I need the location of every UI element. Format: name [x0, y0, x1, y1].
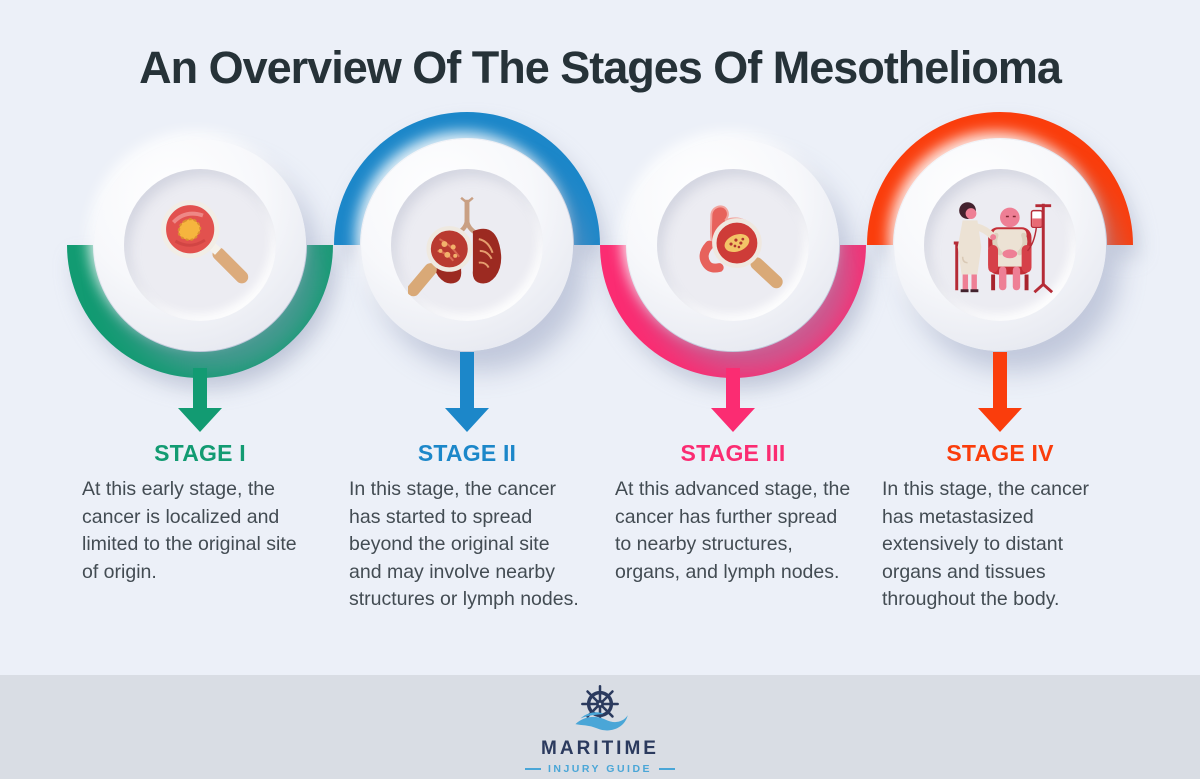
stage-label: STAGE III [680, 440, 786, 466]
stage-column: STAGE III At this advanced stage, the ca… [600, 112, 866, 586]
disc-plate [124, 169, 276, 321]
stage-column: STAGE II In this stage, the cancer has s… [334, 112, 600, 614]
wheel-ring [586, 690, 614, 718]
stage-diagram [600, 112, 866, 432]
stage-diagram [67, 112, 333, 432]
disc-plate [924, 169, 1076, 321]
ship-wheel-icon [575, 685, 628, 731]
tagline-dash-right [659, 768, 676, 770]
disc-plate [391, 169, 543, 321]
page-title: An Overview Of The Stages Of Mesotheliom… [139, 42, 1062, 93]
stage-column: STAGE I At this early stage, the cancer … [67, 112, 333, 586]
stage-label: STAGE I [154, 440, 246, 466]
stage-label: STAGE IV [946, 440, 1054, 466]
tagline-dash-left [524, 768, 541, 770]
stage-description: At this advanced stage, the cancer has f… [615, 478, 851, 583]
stage-disc [627, 139, 839, 351]
stage-disc [94, 139, 306, 351]
stage-disc [894, 139, 1106, 351]
stage-disc [361, 139, 573, 351]
wave-icon [575, 715, 628, 731]
disc-plate [657, 169, 809, 321]
stage-label: STAGE II [417, 440, 517, 466]
down-arrow-stem [460, 352, 474, 408]
down-arrow-head [178, 408, 222, 432]
stage-diagram [334, 112, 600, 432]
stage-description: At this early stage, the cancer is local… [82, 478, 297, 583]
footer-band: MARITIME INJURY GUIDE [0, 675, 1200, 779]
maritime-logo: MARITIME INJURY GUIDE [518, 680, 682, 775]
wave-crest [580, 712, 604, 719]
stage-description: In this stage, the cancer has metastasiz… [882, 478, 1090, 610]
down-arrow-head [711, 408, 755, 432]
down-arrow-stem [993, 352, 1007, 408]
down-arrow-head [445, 408, 489, 432]
magnifier-tissue-icon [161, 200, 249, 284]
stage-description: In this stage, the cancer has started to… [349, 478, 579, 610]
down-arrow-head [978, 408, 1022, 432]
brand-tagline: INJURY GUIDE [518, 763, 682, 775]
tagline-text: INJURY GUIDE [547, 763, 653, 775]
down-arrow-stem [193, 368, 207, 408]
stomach-magnifier-icon [699, 205, 783, 289]
down-arrow-stem [726, 368, 740, 408]
doctor-patient-icon [953, 202, 1054, 294]
stage-diagram [867, 112, 1133, 432]
lungs-magnifier-icon [408, 196, 502, 297]
stage-column: STAGE IV In this stage, the cancer has m… [867, 112, 1133, 614]
brand-name: MARITIME [541, 738, 659, 759]
